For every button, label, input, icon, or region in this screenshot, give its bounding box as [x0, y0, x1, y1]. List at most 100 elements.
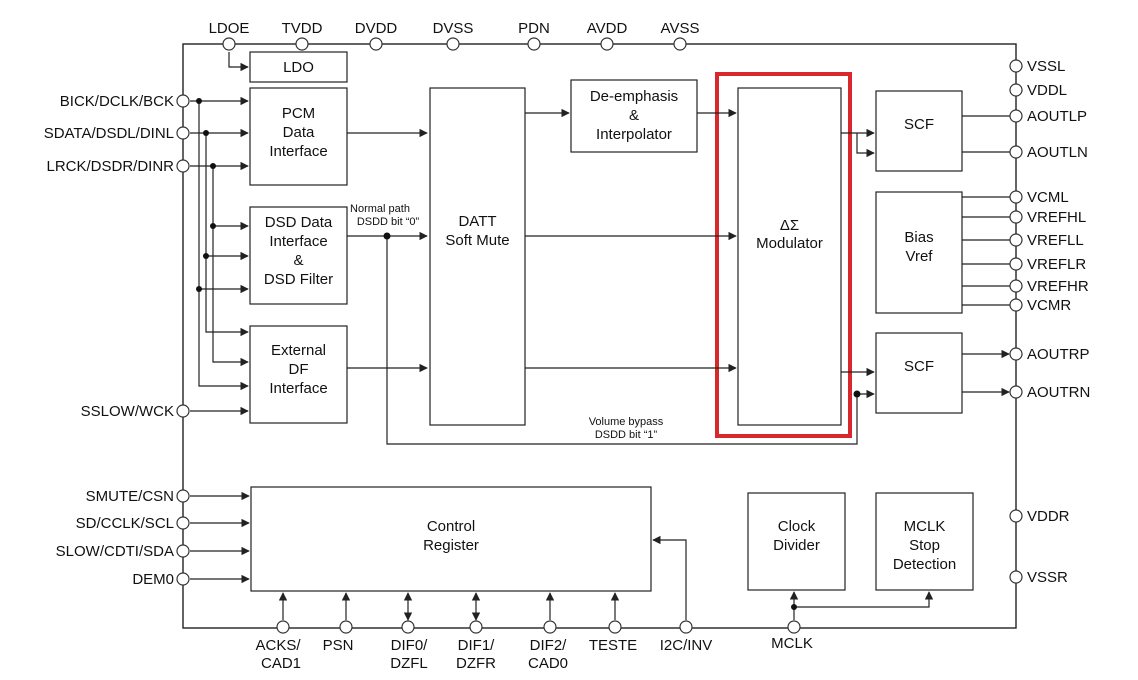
pin-bick — [176, 94, 190, 108]
pin-lrck — [176, 159, 190, 173]
pcm-label-1: PCM — [282, 105, 315, 122]
scf-left-label: SCF — [904, 116, 934, 133]
pin-vrefhl-label: VREFHL — [1027, 209, 1086, 226]
pin-sslow-label: SSLOW/WCK — [81, 403, 174, 420]
pin-sdata — [176, 126, 190, 140]
pin-vddr-label: VDDR — [1027, 508, 1070, 525]
pin-pdn — [527, 37, 541, 51]
bias-label-2: Vref — [906, 248, 934, 265]
pin-sslow — [176, 404, 190, 418]
pin-aoutrn-label: AOUTRN — [1027, 384, 1090, 401]
pin-aoutrp — [1009, 347, 1023, 361]
pin-vcmr — [1009, 298, 1023, 312]
pin-dif0-label-1: DIF0/ — [391, 637, 429, 654]
bias-vref-block: Bias Vref — [875, 191, 963, 314]
scf-left-block: SCF — [875, 90, 963, 172]
left-pins: BICK/DCLK/BCK SDATA/DSDL/DINL LRCK/DSDR/… — [44, 93, 190, 588]
pin-dif1 — [469, 620, 483, 634]
pin-ldoe-label: LDOE — [209, 20, 250, 37]
pin-vcmr-label: VCMR — [1027, 297, 1071, 314]
pin-vrefll-label: VREFLL — [1027, 232, 1084, 249]
pin-slow — [176, 544, 190, 558]
pin-vrefhr-label: VREFHR — [1027, 278, 1089, 295]
datt-label-1: DATT — [458, 213, 496, 230]
dsd-label-2: Interface — [269, 233, 327, 250]
chip-outline — [182, 43, 1017, 629]
pin-vssr — [1009, 570, 1023, 584]
clock-divider-block: Clock Divider — [747, 492, 846, 591]
pin-acks-label-1: ACKS/ — [255, 637, 301, 654]
pin-slow-label: SLOW/CDTI/SDA — [56, 543, 174, 560]
mclkstop-label-2: Stop — [909, 537, 940, 554]
pin-dif0 — [401, 620, 415, 634]
ctrl-label-1: Control — [427, 518, 475, 535]
pcm-label-2: Data — [283, 124, 315, 141]
pin-vddr — [1009, 509, 1023, 523]
pin-aoutlp — [1009, 109, 1023, 123]
normal-path-label: Normal path — [350, 203, 410, 215]
pin-i2c-inv — [679, 620, 693, 634]
pin-vrefhl — [1009, 210, 1023, 224]
pin-vreflr — [1009, 257, 1023, 271]
modulator-block: ΔΣ Modulator — [737, 87, 842, 426]
pin-dif1-label-1: DIF1/ — [458, 637, 496, 654]
datt-block: DATT Soft Mute — [429, 87, 526, 426]
pin-i2c-inv-label: I2C/INV — [660, 637, 713, 654]
dsd-label-4: DSD Filter — [264, 271, 333, 288]
pin-vssl — [1009, 59, 1023, 73]
mclkstop-label-3: Detection — [893, 556, 956, 573]
pin-vssl-label: VSSL — [1027, 58, 1065, 75]
ext-label-2: DF — [289, 361, 309, 378]
scf-right-label: SCF — [904, 358, 934, 375]
pin-vcml — [1009, 190, 1023, 204]
pin-ldoe — [222, 37, 236, 51]
pin-dvss — [446, 37, 460, 51]
clkdiv-label-1: Clock — [778, 518, 816, 535]
deemph-label-2: & — [629, 107, 639, 124]
pin-vrefhr — [1009, 279, 1023, 293]
pin-acks-label-2: CAD1 — [261, 655, 301, 672]
pin-smute — [176, 489, 190, 503]
dsd-interface-block: DSD Data Interface & DSD Filter — [249, 206, 348, 305]
ldo-block: LDO — [249, 51, 348, 83]
pin-vddl — [1009, 83, 1023, 97]
modulator-label-2: Modulator — [756, 235, 823, 252]
dsd-label-3: & — [293, 252, 303, 269]
bypass-label: Volume bypass — [589, 416, 664, 428]
ctrl-label-2: Register — [423, 537, 479, 554]
pin-sd — [176, 516, 190, 530]
ext-label-1: External — [271, 342, 326, 359]
pin-dif2-label-2: CAD0 — [528, 655, 568, 672]
pin-dvss-label: DVSS — [433, 20, 474, 37]
pin-acks — [276, 620, 290, 634]
modulator-label-1: ΔΣ — [780, 217, 799, 234]
pin-dif2-label-1: DIF2/ — [530, 637, 568, 654]
pin-aoutln — [1009, 145, 1023, 159]
pin-tvdd — [295, 37, 309, 51]
datt-label-2: Soft Mute — [445, 232, 509, 249]
dsd-label-1: DSD Data — [265, 214, 333, 231]
top-pins: LDOE TVDD DVDD DVSS PDN AVDD AVSS — [209, 20, 699, 51]
ldo-label: LDO — [283, 59, 314, 76]
bypass-bit-label: DSDD bit “1” — [595, 429, 658, 441]
pin-dem0-label: DEM0 — [132, 571, 174, 588]
pin-dif1-label-2: DZFR — [456, 655, 496, 672]
pin-sd-label: SD/CCLK/SCL — [76, 515, 174, 532]
pin-aoutlp-label: AOUTLP — [1027, 108, 1087, 125]
pin-lrck-label: LRCK/DSDR/DINR — [46, 158, 174, 175]
pin-avss — [673, 37, 687, 51]
pcm-label-3: Interface — [269, 143, 327, 160]
pin-avdd — [600, 37, 614, 51]
control-register-block: Control Register — [250, 486, 652, 592]
pin-teste-label: TESTE — [589, 637, 637, 654]
pin-dif2 — [543, 620, 557, 634]
pin-vreflr-label: VREFLR — [1027, 256, 1086, 273]
external-df-block: External DF Interface — [249, 325, 348, 424]
pin-pdn-label: PDN — [518, 20, 550, 37]
mclkstop-label-1: MCLK — [904, 518, 946, 535]
pin-mclk-label: MCLK — [771, 635, 813, 652]
pin-vcml-label: VCML — [1027, 189, 1069, 206]
pin-dem0 — [176, 572, 190, 586]
pin-bick-label: BICK/DCLK/BCK — [60, 93, 174, 110]
pin-aoutln-label: AOUTLN — [1027, 144, 1088, 161]
